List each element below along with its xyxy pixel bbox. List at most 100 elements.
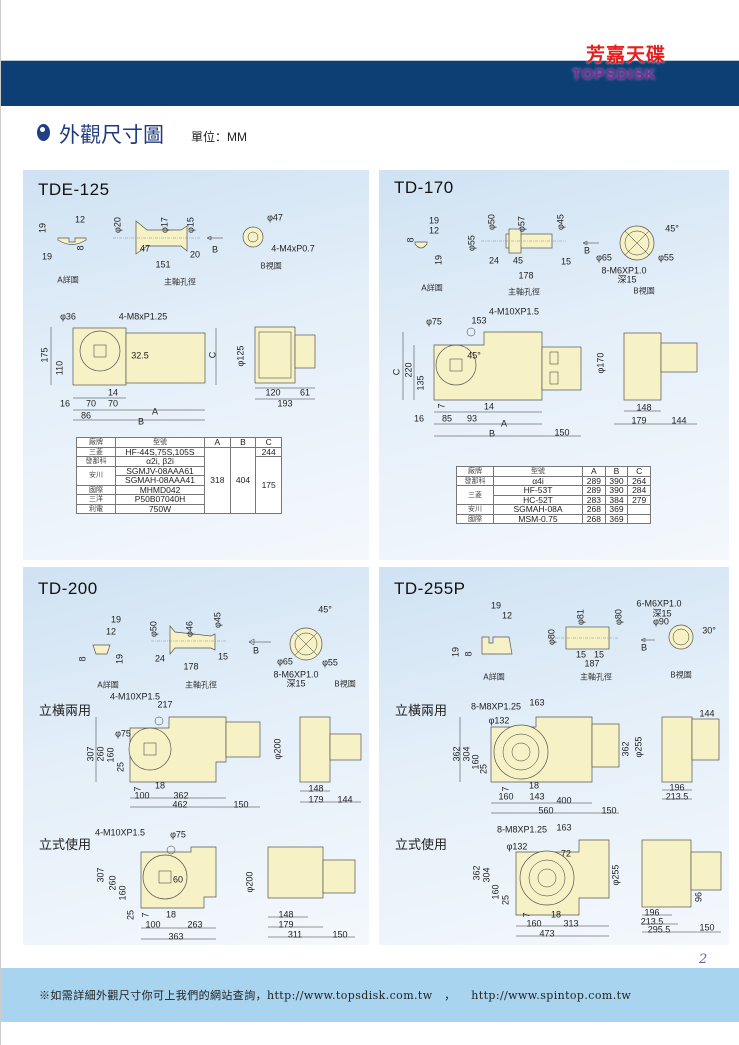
td170-dimension-label: φ57 xyxy=(516,216,526,232)
header-model: 型號 xyxy=(493,466,583,477)
model-title-td170: TD-170 xyxy=(394,178,454,197)
td200-dimension-label: 160 xyxy=(117,885,127,900)
cell-model: 750W xyxy=(115,503,205,514)
cell-c: 279 xyxy=(627,494,651,505)
td200-dimension-label: 179 xyxy=(308,794,323,804)
td200-dimension-label: B xyxy=(253,645,259,655)
td170-dimension-label: 16 xyxy=(414,413,424,423)
table-header-row: 廠牌 型號 A B C xyxy=(456,466,651,477)
spintop-link[interactable]: http://www.spintop.com.tw xyxy=(471,989,632,1002)
table-row: HC-52T 283 384 279 xyxy=(457,494,651,505)
td170-dimension-label: 178 xyxy=(518,270,533,280)
table-header-row: 廠牌 型號 A B C xyxy=(76,437,282,448)
td170-dimension-label: B xyxy=(489,428,495,438)
td255p-dimension-label: 19 xyxy=(491,600,501,610)
td255p-dimension-label: φ90 xyxy=(653,616,669,626)
tde125-dimension-label: 193 xyxy=(277,398,292,408)
td255p-dimension-label: 473 xyxy=(539,928,554,938)
td255p-dimension-label: 8 xyxy=(463,651,473,656)
td255p-dimension-label: 160 xyxy=(490,884,500,899)
cell-b: 390 xyxy=(604,485,629,496)
td170-dimension-label: φ55 xyxy=(658,252,674,262)
td200-dimension-label: 25 xyxy=(115,762,125,772)
td255p-dimension-label: 143 xyxy=(529,791,544,801)
td200-dimension-label: 462 xyxy=(172,799,187,809)
td170-view-caption: B視圖 xyxy=(633,287,655,296)
td255p-dimension-label: 150 xyxy=(601,805,616,815)
td200-dimension-label: 24 xyxy=(155,653,165,663)
td170-dimension-label: 15 xyxy=(561,256,571,266)
td170-dimension-label: 4-M10XP1.5 xyxy=(489,306,539,316)
td200-dimension-label: 45° xyxy=(318,604,332,614)
td255p-dimension-label: 18 xyxy=(551,909,561,919)
td200-dimension-label: 260 xyxy=(95,746,105,761)
td255p-drawing xyxy=(459,624,722,937)
td255p-dimension-label: φ81 xyxy=(575,609,585,625)
td255p-dimension-label: 30° xyxy=(702,625,716,635)
td200-dimension-label: 144 xyxy=(337,794,352,804)
td170-dimension-label: 45° xyxy=(467,350,481,360)
td255p-dimension-label: 72 xyxy=(561,848,571,858)
tde125-drawing xyxy=(50,220,316,421)
td170-view-caption: 主軸孔徑 xyxy=(508,287,540,297)
td200-dimension-label: 178 xyxy=(183,661,198,671)
td200-dimension-label: 148 xyxy=(278,909,293,919)
tde125-dimension-label: B xyxy=(212,244,218,254)
td200-dimension-label: 150 xyxy=(332,929,347,939)
td200-view-caption: 主軸孔徑 xyxy=(185,680,217,690)
td200-dimension-label: φ46 xyxy=(184,621,194,637)
td255p-dimension-label: 深15 xyxy=(652,608,671,618)
table-row: 國際 MSM-0.75 268 369 xyxy=(456,513,651,524)
td200-dimension-label: 217 xyxy=(157,699,172,709)
section-vertical-use-td200: 立式使用 xyxy=(39,838,92,853)
td170-dimension-label: 7 xyxy=(436,403,446,408)
td255p-dimension-label: 19 xyxy=(450,647,460,657)
td255p-dimension-label: 163 xyxy=(529,697,544,707)
td170-dimension-label: 45° xyxy=(665,223,679,233)
section-dual-use-td200: 立橫兩用 xyxy=(39,704,92,719)
page-title: 外觀尺寸圖 xyxy=(59,123,164,147)
td255p-dimension-label: 7 xyxy=(521,912,531,917)
td200-dimension-label: φ75 xyxy=(115,728,131,738)
td255p-dimension-label: φ80 xyxy=(546,629,556,645)
tde125-dimension-label: 4-M8xP1.25 xyxy=(119,311,168,321)
table-row: 安川 SGMAH-08A 268 369 xyxy=(456,504,651,515)
cell-b: 369 xyxy=(604,513,629,524)
td170-dimension-label: 45 xyxy=(513,255,523,265)
tde125-view-caption: 主軸孔徑 xyxy=(164,277,196,287)
td170-dimension-label: φ65 xyxy=(596,252,612,262)
td255p-dimension-label: 362 xyxy=(471,865,481,880)
td200-dimension-label: 19 xyxy=(114,654,124,664)
model-title-td255p: TD-255P xyxy=(394,579,466,598)
cell-c xyxy=(627,504,651,515)
footer-note: ※如需詳細外觀尺寸你可上我們的網站查詢， xyxy=(39,989,267,1002)
tde125-dimension-label: 120 xyxy=(265,387,280,397)
td200-dimension-label: φ200 xyxy=(272,739,282,760)
topsdisk-link[interactable]: http://www.topsdisk.com.tw xyxy=(267,989,433,1002)
cell-brand: 三菱 xyxy=(456,485,494,505)
td255p-dimension-label: 196 xyxy=(669,782,684,792)
td200-dimension-label: 8 xyxy=(77,656,87,661)
td170-dimension-label: φ55 xyxy=(466,235,476,251)
tde125-dimension-label: φ15 xyxy=(185,217,195,233)
td200-dimension-label: 160 xyxy=(105,747,115,762)
model-title-td200: TD-200 xyxy=(38,579,98,598)
td200-dimension-label: 307 xyxy=(95,867,105,882)
td255p-dimension-label: 362 xyxy=(451,746,461,761)
td255p-dimension-label: 213.5 xyxy=(641,916,664,926)
spec-table-tde125: 廠牌 型號 A B C 三菱 HF-44S,75S,105S 318 404 2… xyxy=(76,437,282,514)
td170-dimension-label: 144 xyxy=(671,415,686,425)
td255p-view-caption: B視圖 xyxy=(670,671,692,680)
td255p-dimension-label: 213.5 xyxy=(666,791,689,801)
td255p-dimension-label: 25 xyxy=(478,764,488,774)
tde125-dimension-label: 4-M4xP0.7 xyxy=(271,243,315,253)
td255p-dimension-label: 400 xyxy=(556,795,571,805)
td170-dimension-label: 150 xyxy=(554,427,569,437)
td255p-dimension-label: 96 xyxy=(693,892,703,902)
td255p-dimension-label: 196 xyxy=(644,907,659,917)
cell-c xyxy=(627,513,651,524)
cell-model: HF-53T xyxy=(493,485,583,496)
cell-brand: 安川 xyxy=(76,465,116,486)
td200-dimension-label: 7 xyxy=(132,786,142,791)
